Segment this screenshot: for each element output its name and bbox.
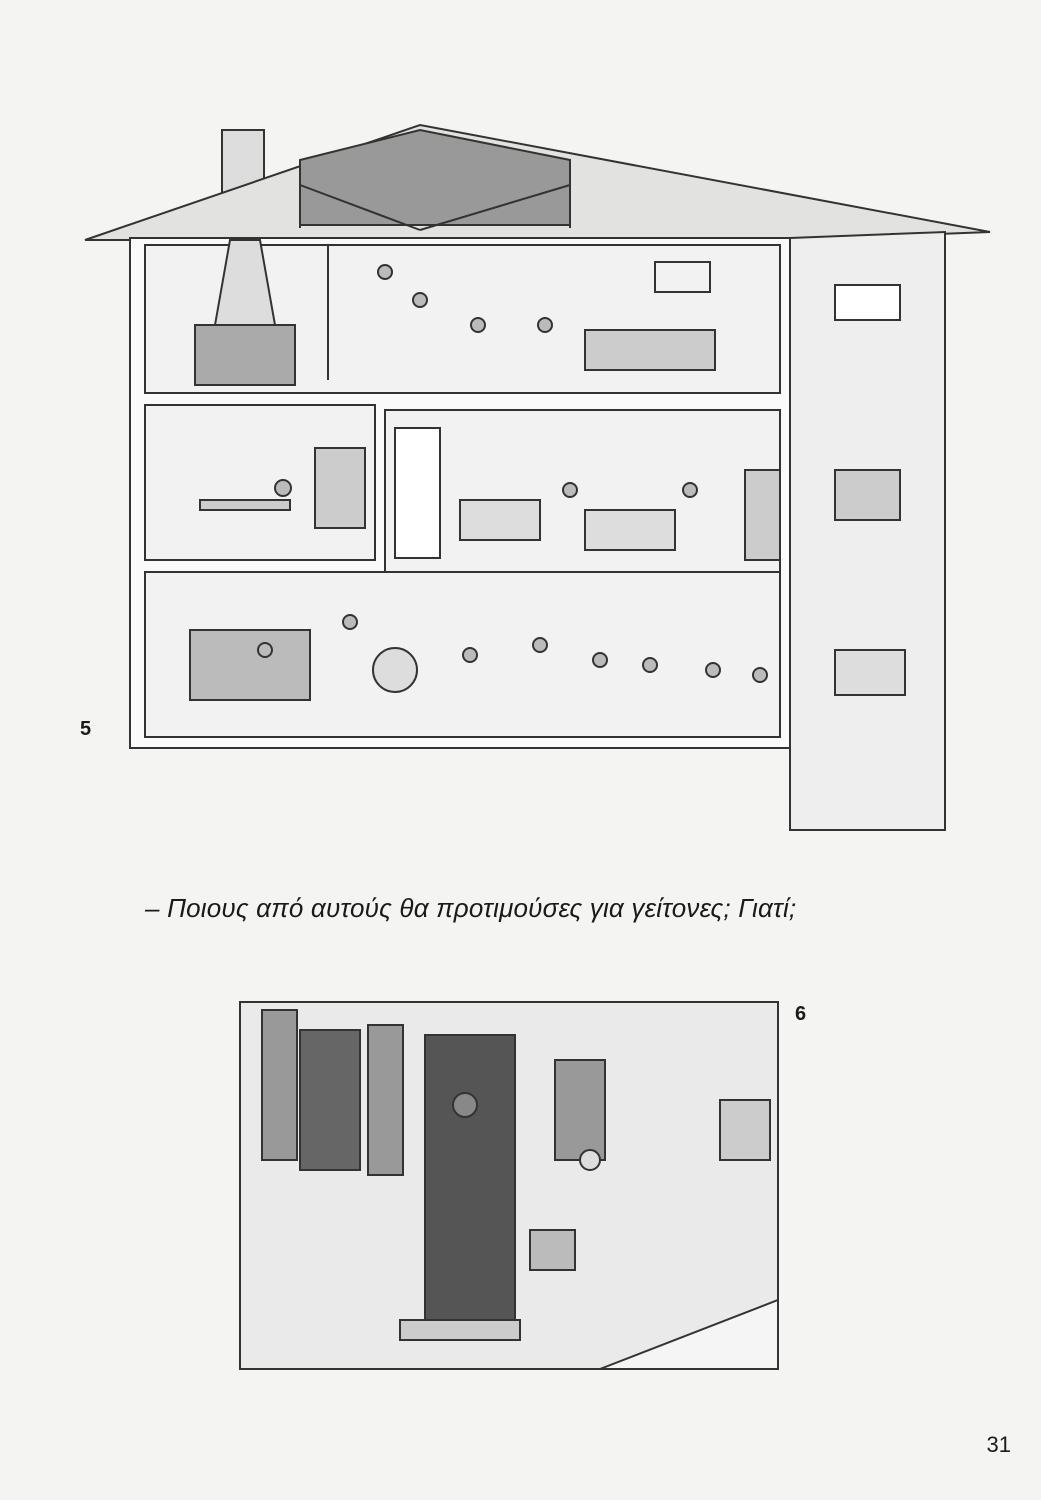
page-number: 31	[986, 1432, 1011, 1457]
question-text: – Ποιους από αυτούς θα προτιμούσες για γ…	[145, 893, 797, 923]
figure-number-6: 6	[795, 1003, 807, 1025]
figure-number-5: 5	[80, 718, 92, 740]
doorstep-illustration	[239, 1001, 779, 1370]
